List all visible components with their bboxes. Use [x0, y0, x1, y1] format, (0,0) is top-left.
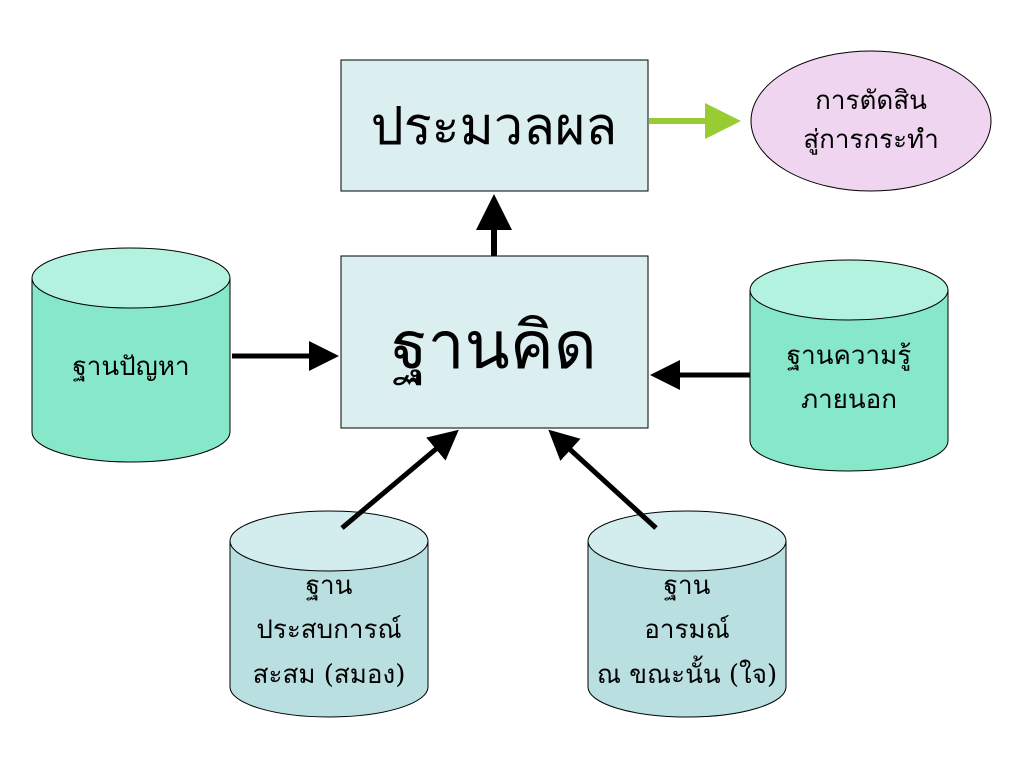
knowledge-label-line2: ภายนอก: [801, 385, 897, 415]
thinking-label: ฐานคิด: [391, 307, 597, 385]
knowledge-cylinder: [749, 259, 949, 472]
emotion-label-line2: อารมณ์: [644, 615, 729, 645]
emotion-cylinder: [587, 510, 787, 718]
experience-label-line2: ประสบการณ์: [256, 615, 401, 645]
process-box: [340, 59, 649, 192]
emotion-label-line1: ฐาน: [664, 571, 711, 601]
problem-cylinder: [31, 247, 231, 463]
decision-label-line1: การตัดสิน: [815, 86, 927, 116]
process-label: ประมวลผล: [371, 97, 618, 157]
thinking-box: [340, 255, 649, 429]
arrow-emotion-to-thinking: [548, 429, 658, 530]
problem-label: ฐานปัญหา: [72, 352, 189, 382]
arrow-experience-to-thinking: [340, 429, 459, 530]
experience-label-line3: สะสม (สมอง): [253, 660, 406, 690]
decision-ellipse: [750, 50, 992, 192]
experience-cylinder: [229, 510, 429, 718]
experience-label-line1: ฐาน: [306, 571, 353, 601]
knowledge-label-line1: ฐานความรู้: [787, 341, 911, 371]
emotion-label-line3: ณ ขณะนั้น (ใจ): [597, 655, 777, 690]
decision-label-line2: สู่การกระทำ: [803, 125, 939, 155]
